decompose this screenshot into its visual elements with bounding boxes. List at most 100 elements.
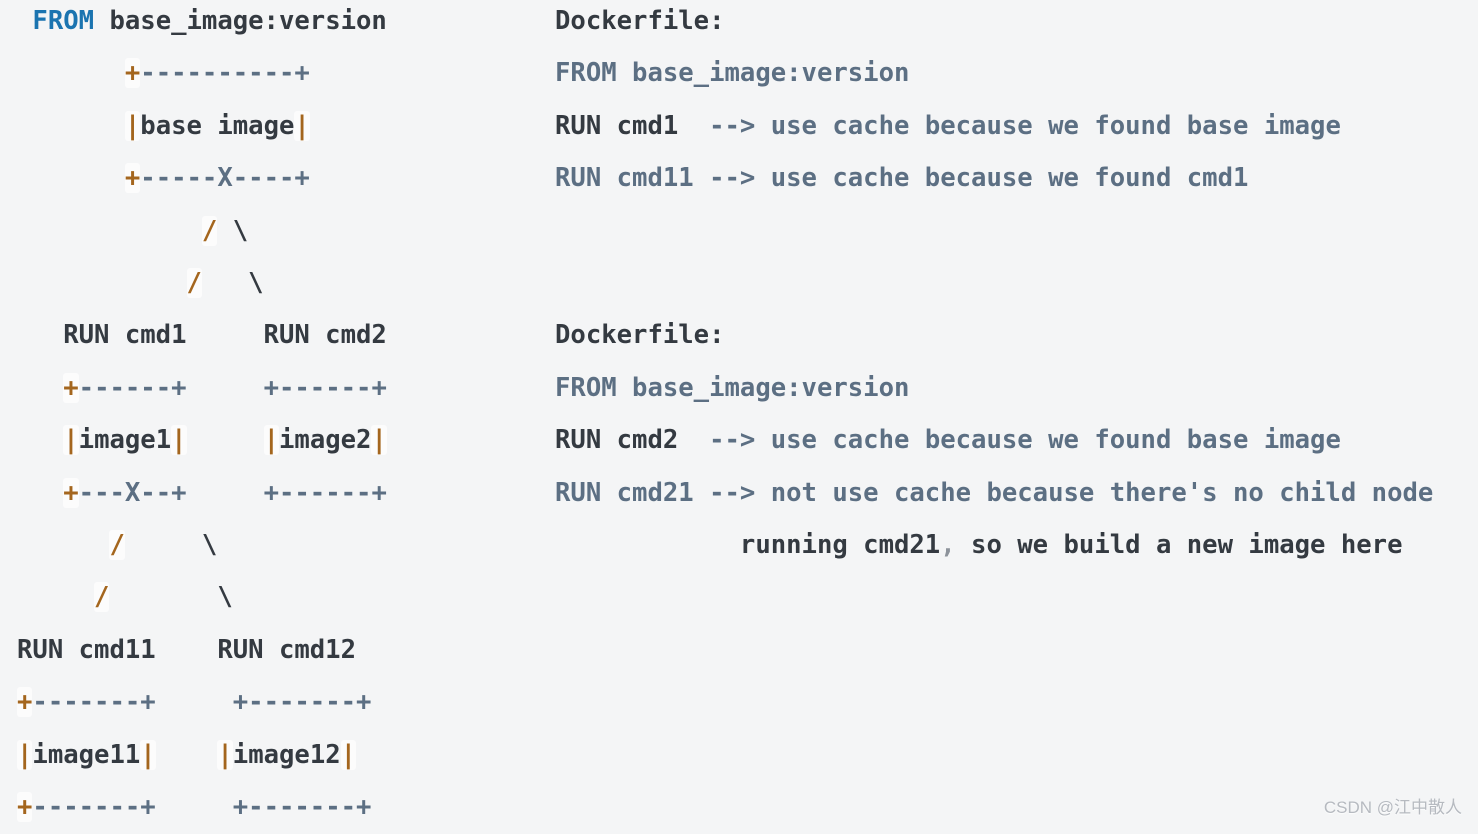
code-token: | [294, 110, 310, 141]
code-token: Dockerfile: [555, 320, 725, 351]
code-line: RUN cmd11 RUN cmd12 [17, 624, 1478, 676]
code-line: +-------+ +-------+ [17, 781, 1478, 833]
code-token [17, 58, 125, 88]
code-token: | [171, 425, 187, 456]
code-line: +------+ +------+FROM base_image:version [17, 362, 1478, 414]
code-token [187, 425, 264, 455]
code-token: / [94, 582, 110, 613]
code-token: so we build a new image here [955, 530, 1403, 561]
code-line: +---X--+ +------+RUN cmd21 --> not use c… [17, 467, 1478, 519]
annotation-column: FROM base_image:version [555, 58, 909, 88]
code-token: \ [217, 582, 233, 613]
code-token [202, 268, 248, 298]
code-token [109, 582, 217, 612]
code-token [17, 163, 125, 193]
diagram-column: / \ [17, 519, 555, 571]
annotation-column: Dockerfile: [555, 6, 725, 36]
code-token: image11 [32, 739, 141, 770]
csdn-watermark: CSDN @江中散人 [1323, 798, 1462, 817]
code-line: / \ [17, 571, 1478, 623]
code-token [17, 530, 109, 560]
code-token: | [63, 425, 79, 456]
diagram-column: / \ [17, 257, 555, 309]
code-token [17, 425, 63, 455]
code-token: , [940, 530, 956, 561]
diagram-column: +-----X----+ [17, 152, 555, 204]
diagram-column: +-------+ +-------+ [17, 781, 555, 833]
code-token [187, 373, 264, 403]
code-token [17, 478, 63, 508]
code-token: / [109, 530, 125, 561]
diagram-column: RUN cmd1 RUN cmd2 [17, 309, 555, 361]
code-token: | [140, 739, 156, 770]
annotation-column: RUN cmd11 --> use cache because we found… [555, 163, 1248, 193]
code-token: + [124, 163, 141, 194]
code-token: image2 [279, 425, 372, 456]
code-token: +-------+ [232, 687, 372, 718]
code-token: Dockerfile: [555, 6, 725, 36]
code-token: + [17, 792, 33, 823]
code-token: base image [140, 110, 295, 141]
annotation-column: RUN cmd2 --> use cache because we found … [555, 425, 1341, 455]
code-line: FROM base_image:version Dockerfile: [17, 0, 1478, 47]
code-token: +------+ [263, 477, 387, 508]
code-token [125, 530, 202, 560]
code-token: +-------+ [232, 792, 372, 823]
diagram-column: |image1| |image2| [17, 414, 555, 466]
code-token: -------+ [32, 687, 156, 718]
code-line: RUN cmd1 RUN cmd2 Dockerfile: [17, 309, 1478, 361]
code-token: + [17, 687, 33, 718]
code-token: RUN cmd11 RUN cmd12 [17, 634, 356, 665]
code-token: -------+ [32, 792, 156, 823]
code-token [17, 6, 32, 36]
code-token [156, 687, 233, 717]
annotation-column: RUN cmd21 --> not use cache because ther… [555, 478, 1433, 508]
diagram-column: RUN cmd11 RUN cmd12 [17, 624, 555, 676]
code-token: | [263, 425, 279, 456]
code-token: + [124, 58, 141, 89]
code-token: | [17, 739, 33, 770]
code-token [217, 216, 232, 246]
code-token [17, 582, 94, 612]
code-token: +------+ [263, 372, 387, 403]
code-token [17, 373, 63, 403]
code-token: ----------+ [140, 58, 310, 89]
code-token [156, 792, 233, 822]
diagram-column: |base image| [17, 100, 555, 152]
annotation-column: Dockerfile: [555, 320, 725, 350]
code-token: RUN cmd1 [555, 110, 679, 141]
code-line: +-----X----+RUN cmd11 --> use cache beca… [17, 152, 1478, 204]
code-token: RUN cmd1 RUN cmd2 [17, 320, 387, 351]
diagram-column: +----------+ [17, 47, 555, 99]
code-token [156, 740, 218, 770]
code-line: / \ [17, 205, 1478, 257]
code-token [187, 478, 264, 508]
code-token: RUN cmd2 [555, 425, 679, 456]
annotation-column: running cmd21, so we build a new image h… [555, 530, 1403, 560]
diagram-column: +---X--+ +------+ [17, 467, 555, 519]
diagram-column: / \ [17, 205, 555, 257]
code-token: ---X--+ [78, 477, 187, 508]
code-token: -----X----+ [140, 163, 310, 194]
code-line: +----------+FROM base_image:version [17, 47, 1478, 99]
code-line: / \ [17, 257, 1478, 309]
code-line: +-------+ +-------+ [17, 676, 1478, 728]
code-token [17, 268, 187, 298]
annotation-column: FROM base_image:version [555, 373, 909, 403]
code-line: |image1| |image2|RUN cmd2 --> use cache … [17, 414, 1478, 466]
code-token: base_image:version [94, 6, 387, 36]
code-line: |base image|RUN cmd1 --> use cache becau… [17, 100, 1478, 152]
code-token: --> use cache because we found base imag… [678, 425, 1341, 456]
code-token: FROM base_image:version [555, 372, 910, 403]
code-token: ------+ [78, 372, 187, 403]
code-token: + [63, 372, 79, 403]
code-token: image12 [232, 739, 341, 770]
code-token: FROM [32, 6, 95, 36]
annotation-column: RUN cmd1 --> use cache because we found … [555, 111, 1341, 141]
diagram-column: / \ [17, 571, 555, 623]
code-token: / [186, 268, 202, 299]
diagram-column: +------+ +------+ [17, 362, 555, 414]
code-token: | [124, 110, 141, 141]
code-token: \ [232, 215, 249, 246]
diagram-column: +-------+ +-------+ [17, 676, 555, 728]
